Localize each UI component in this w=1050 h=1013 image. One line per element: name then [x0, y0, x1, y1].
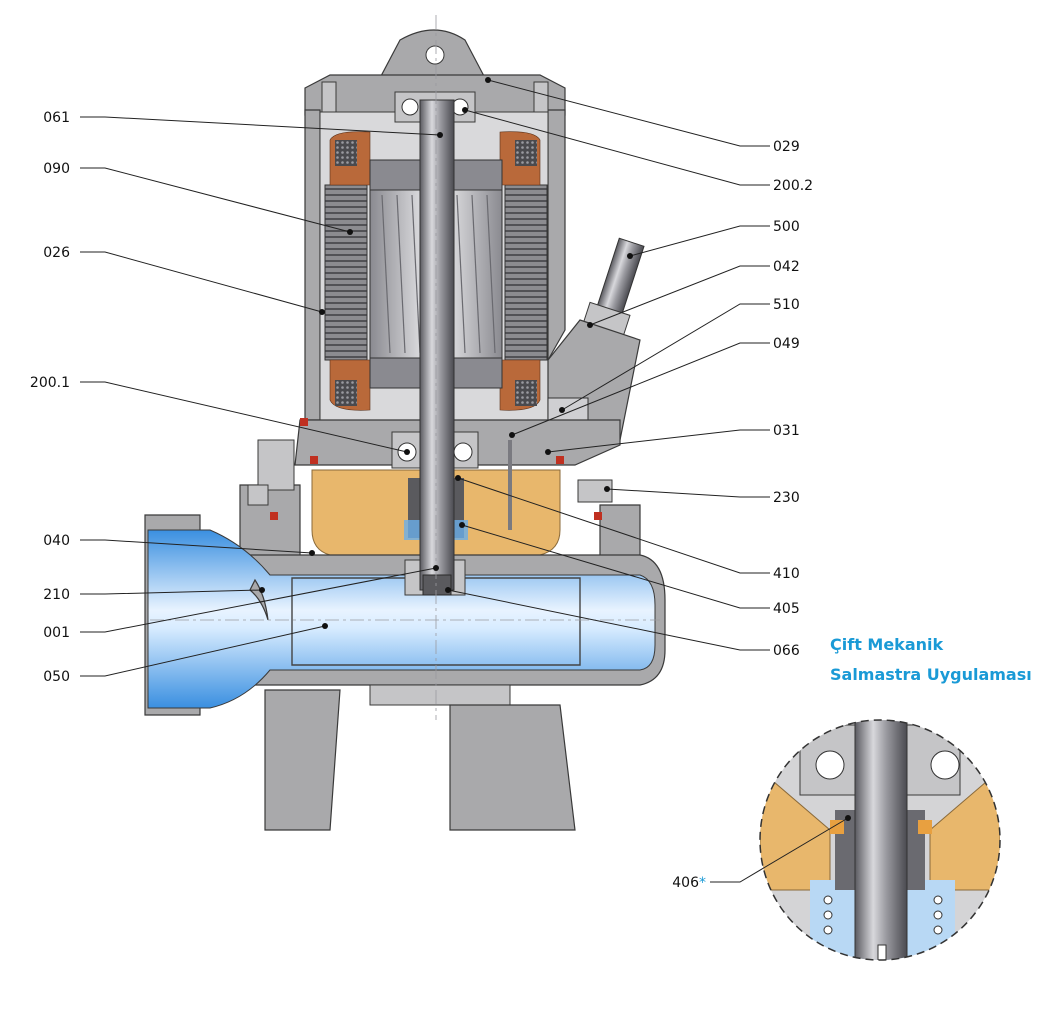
- part-labels-left: 061 090 026 200.1 040 210 001 050: [30, 110, 70, 685]
- label-500: 500: [773, 219, 800, 235]
- impeller: [291, 577, 581, 666]
- o-ring-5: [594, 512, 602, 520]
- bottom-flange: [369, 684, 511, 706]
- pump-body: [144, 15, 666, 831]
- label-066: 066: [773, 643, 800, 659]
- label-405: 405: [773, 601, 800, 617]
- label-406: 406*: [672, 875, 706, 891]
- impeller-bolt: [422, 574, 452, 596]
- label-210: 210: [43, 587, 70, 603]
- left-foot: [264, 689, 341, 831]
- level-probe: [508, 440, 512, 530]
- o-ring-3: [556, 456, 564, 464]
- right-foot: [449, 704, 576, 831]
- label-001: 001: [43, 625, 70, 641]
- coil-top-right: [515, 140, 537, 166]
- left-lug-bolt: [247, 484, 269, 506]
- o-ring-2: [310, 456, 318, 464]
- shaft: [419, 99, 455, 591]
- part-labels-right: 029 200.2 500 042 510 049 031 230 410 40…: [773, 139, 813, 659]
- label-090: 090: [43, 161, 70, 177]
- inset-title-line2: Salmastra Uygulaması: [830, 665, 1032, 684]
- inset-border: [759, 719, 1001, 961]
- cover-bolt-right: [533, 81, 549, 113]
- cover-bolt-left: [321, 81, 337, 113]
- inset-detail: Çift Mekanik Salmastra Uygulaması: [672, 635, 1032, 961]
- coil-bot-left: [335, 380, 357, 406]
- label-410: 410: [773, 566, 800, 582]
- label-050: 050: [43, 669, 70, 685]
- stator-left: [324, 184, 368, 361]
- water-passage: [147, 529, 656, 709]
- left-leaders: [80, 116, 443, 677]
- label-230: 230: [773, 490, 800, 506]
- inset-magnified-view: [760, 720, 1000, 960]
- right-leaders: [445, 77, 770, 651]
- label-049: 049: [773, 336, 800, 352]
- o-ring-4: [270, 512, 278, 520]
- label-061: 061: [43, 110, 70, 126]
- oil-plug: [577, 479, 613, 503]
- inset-title-line1: Çift Mekanik: [830, 635, 943, 654]
- label-026: 026: [43, 245, 70, 261]
- coil-top-left: [335, 140, 357, 166]
- stator-right: [504, 184, 548, 361]
- lifting-eye-hole: [425, 45, 445, 65]
- label-510: 510: [773, 297, 800, 313]
- label-200-1: 200.1: [30, 375, 70, 391]
- coil-bot-right: [515, 380, 537, 406]
- label-200-2: 200.2: [773, 178, 813, 194]
- label-040: 040: [43, 533, 70, 549]
- o-ring-1: [300, 418, 308, 426]
- left-lug: [257, 439, 295, 491]
- label-042: 042: [773, 259, 800, 275]
- label-029: 029: [773, 139, 800, 155]
- label-031: 031: [773, 423, 800, 439]
